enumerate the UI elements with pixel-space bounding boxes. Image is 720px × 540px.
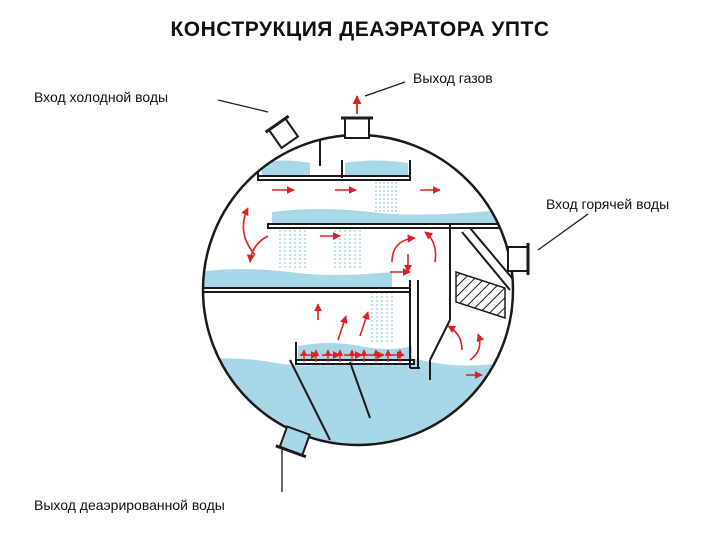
- hot-water-box: [455, 270, 506, 320]
- nozzle-gas-outlet: [341, 116, 373, 139]
- nozzle-cold-water: [264, 114, 300, 150]
- leader-hot-water: [537, 213, 589, 251]
- baffle-walls: [257, 137, 451, 380]
- leader-gas-outlet: [364, 81, 406, 97]
- label-gas-outlet: Выход газов: [413, 70, 493, 86]
- tray-3: [203, 287, 411, 293]
- label-cold-water-inlet: Вход холодной воды: [34, 89, 169, 105]
- nozzle-outlet: [275, 425, 311, 459]
- diagram-title: КОНСТРУКЦИЯ ДЕАЭРАТОРА УПТС: [170, 18, 550, 41]
- label-deaerated-water-outlet: Выход деаэрированной воды: [34, 497, 225, 513]
- hot-water-pipe: [461, 227, 513, 291]
- tray3-water: [203, 269, 392, 289]
- leader-lines: [217, 81, 589, 492]
- water-spray: [279, 178, 397, 344]
- tray-2: [267, 223, 505, 229]
- label-hot-water-inlet: Вход горячей воды: [546, 196, 670, 212]
- tray1-water: [262, 160, 310, 177]
- leader-cold-water: [217, 99, 269, 113]
- bubble-tray: [295, 359, 415, 365]
- tray-1: [257, 175, 411, 181]
- tray1b-water: [345, 160, 408, 177]
- tray2-water: [272, 209, 500, 224]
- nozzle-hot-water: [507, 243, 530, 275]
- bubble-tray-vertical-arrows: [300, 349, 404, 362]
- outlet-funnel: [289, 359, 371, 441]
